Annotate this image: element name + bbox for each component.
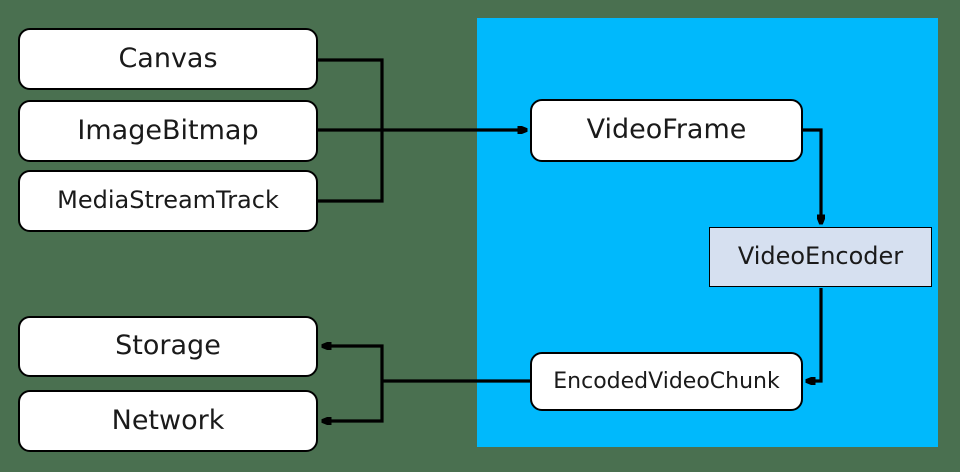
- node-network[interactable]: Network: [18, 390, 318, 452]
- node-network-label: Network: [111, 404, 225, 436]
- edge-encodedvideochunk-to-network: [322, 381, 384, 421]
- node-storage[interactable]: Storage: [18, 316, 318, 377]
- node-canvas-label: Canvas: [118, 42, 218, 74]
- node-videoencoder[interactable]: VideoEncoder: [709, 227, 932, 287]
- edge-mediastreamtrack-to-videoframe: [318, 130, 384, 203]
- node-canvas[interactable]: Canvas: [18, 28, 318, 90]
- node-videoencoder-label: VideoEncoder: [737, 242, 904, 271]
- node-storage-label: Storage: [115, 330, 221, 362]
- edge-canvas-to-videoframe: [318, 58, 384, 130]
- node-imagebitmap[interactable]: ImageBitmap: [18, 100, 318, 162]
- node-encodedvideochunk[interactable]: EncodedVideoChunk: [530, 352, 803, 411]
- node-mediastreamtrack-label: MediaStreamTrack: [57, 186, 279, 215]
- node-imagebitmap-label: ImageBitmap: [77, 114, 259, 146]
- node-encodedvideochunk-label: EncodedVideoChunk: [553, 368, 780, 394]
- node-videoframe-label: VideoFrame: [586, 114, 747, 146]
- edge-encodedvideochunk-to-storage: [322, 346, 384, 381]
- node-mediastreamtrack[interactable]: MediaStreamTrack: [18, 170, 318, 232]
- node-videoframe[interactable]: VideoFrame: [530, 99, 803, 162]
